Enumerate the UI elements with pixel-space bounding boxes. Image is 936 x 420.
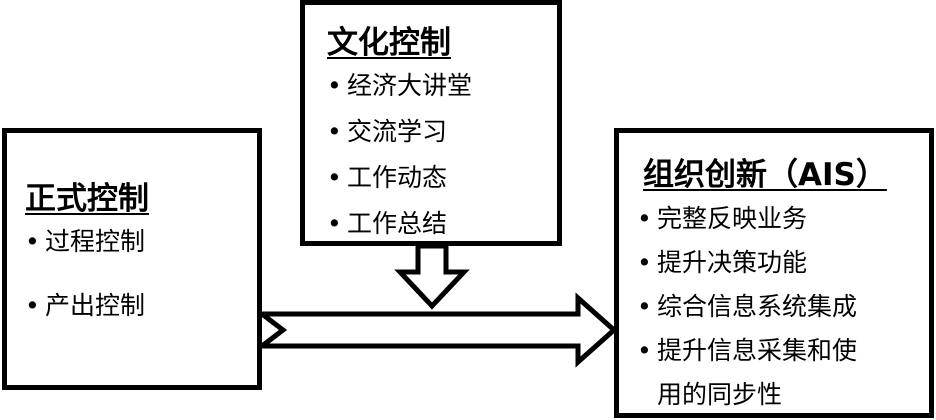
down-arrow (394, 243, 470, 310)
list-item: •经济大讲堂 (327, 69, 472, 115)
list-item-text: 提升决策功能 (657, 248, 808, 277)
cultural-control-box: 文化控制 •经济大讲堂 •交流学习 •工作动态 •工作总结 (300, 0, 562, 246)
list-item: •完整反映业务 (637, 197, 857, 241)
organizational-innovation-list: •完整反映业务 •提升决策功能 •综合信息系统集成 •提升信息采集和使 用的同步… (637, 197, 857, 417)
cultural-control-title: 文化控制 (327, 25, 451, 61)
list-item: •工作总结 (327, 207, 472, 253)
cultural-control-list: •经济大讲堂 •交流学习 •工作动态 •工作总结 (327, 69, 472, 253)
bullet-icon: • (637, 248, 652, 277)
bullet-icon: • (637, 204, 652, 233)
formal-control-title: 正式控制 (25, 181, 149, 217)
bullet-icon: • (327, 117, 342, 146)
list-item-text: 完整反映业务 (657, 204, 808, 233)
list-item: •交流学习 (327, 115, 472, 161)
bullet-icon: • (637, 292, 652, 321)
list-item: •过程控制 (25, 227, 145, 291)
bullet-icon: • (327, 209, 342, 238)
organizational-innovation-box: 组织创新（AIS） •完整反映业务 •提升决策功能 •综合信息系统集成 •提升信… (614, 128, 934, 418)
list-item-continuation: 用的同步性 (637, 373, 857, 417)
bullet-icon: • (637, 336, 652, 365)
formal-control-box: 正式控制 •过程控制 •产出控制 (2, 128, 262, 390)
list-item-text: 综合信息系统集成 (657, 292, 858, 321)
list-item-text: 工作动态 (347, 163, 448, 192)
list-item: •提升信息采集和使 (637, 329, 857, 373)
list-item-text: 过程控制 (45, 227, 146, 256)
bullet-icon: • (327, 163, 342, 192)
list-item: •产出控制 (25, 291, 145, 355)
list-item: •提升决策功能 (637, 241, 857, 285)
bullet-icon: • (25, 291, 40, 320)
formal-control-list: •过程控制 •产出控制 (25, 227, 145, 355)
organizational-innovation-title: 组织创新（AIS） (643, 157, 887, 193)
list-item-text: 提升信息采集和使 (657, 336, 858, 365)
list-item-text: 工作总结 (347, 209, 448, 238)
list-item: •综合信息系统集成 (637, 285, 857, 329)
list-item-text: 产出控制 (45, 291, 146, 320)
right-arrow (254, 292, 618, 368)
bullet-icon: • (25, 227, 40, 256)
list-item-text: 交流学习 (347, 117, 448, 146)
list-item-text: 用的同步性 (657, 380, 783, 409)
bullet-icon: • (327, 71, 342, 100)
list-item: •工作动态 (327, 161, 472, 207)
list-item-text: 经济大讲堂 (347, 71, 473, 100)
